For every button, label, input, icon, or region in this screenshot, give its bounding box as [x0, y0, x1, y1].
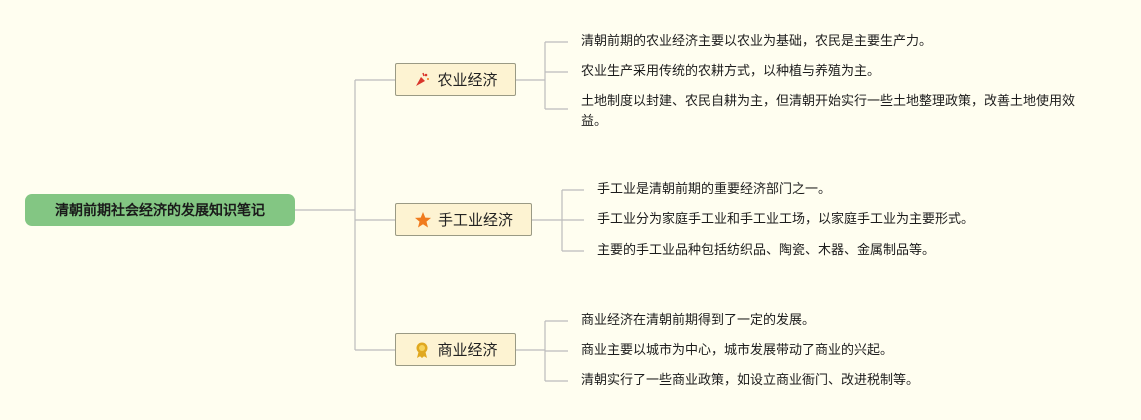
connector-leaf-3 [516, 320, 568, 382]
branch-commerce[interactable]: 商业经济 [395, 333, 516, 366]
leaf-item: 手工业分为家庭手工业和手工业工场，以家庭手工业为主要形式。 [597, 212, 975, 227]
branch-agriculture[interactable]: 农业经济 [395, 63, 516, 96]
branch-label: 农业经济 [437, 71, 498, 89]
connector-leaf-2 [532, 189, 584, 252]
branch-label: 手工业经济 [437, 211, 513, 229]
leaf-item: 主要的手工业品种包括纺织品、陶瓷、木器、金属制品等。 [597, 243, 936, 258]
root-node[interactable]: 清朝前期社会经济的发展知识笔记 [25, 194, 295, 226]
star-icon [414, 211, 432, 229]
leaf-item: 农业生产采用传统的农耕方式，以种植与养殖为主。 [581, 64, 881, 79]
leaf-item: 商业主要以城市为中心，城市发展带动了商业的兴起。 [581, 343, 894, 358]
branch-label: 商业经济 [437, 341, 498, 359]
leaf-item: 手工业是清朝前期的重要经济部门之一。 [597, 182, 832, 197]
award-medal-icon [413, 341, 431, 359]
leaf-item: 清朝实行了一些商业政策，如设立商业衙门、改进税制等。 [581, 373, 920, 388]
branch-handicraft[interactable]: 手工业经济 [395, 203, 532, 236]
root-label: 清朝前期社会经济的发展知识笔记 [55, 203, 265, 219]
leaf-item: 土地制度以封建、农民自耕为主，但清朝开始实行一些土地整理政策，改善土地使用效益。 [581, 94, 1076, 129]
party-popper-icon [413, 71, 431, 89]
connector-leaf-1 [516, 41, 568, 110]
leaf-item: 清朝前期的农业经济主要以农业为基础，农民是主要生产力。 [581, 34, 933, 49]
leaf-item: 商业经济在清朝前期得到了一定的发展。 [581, 313, 816, 328]
